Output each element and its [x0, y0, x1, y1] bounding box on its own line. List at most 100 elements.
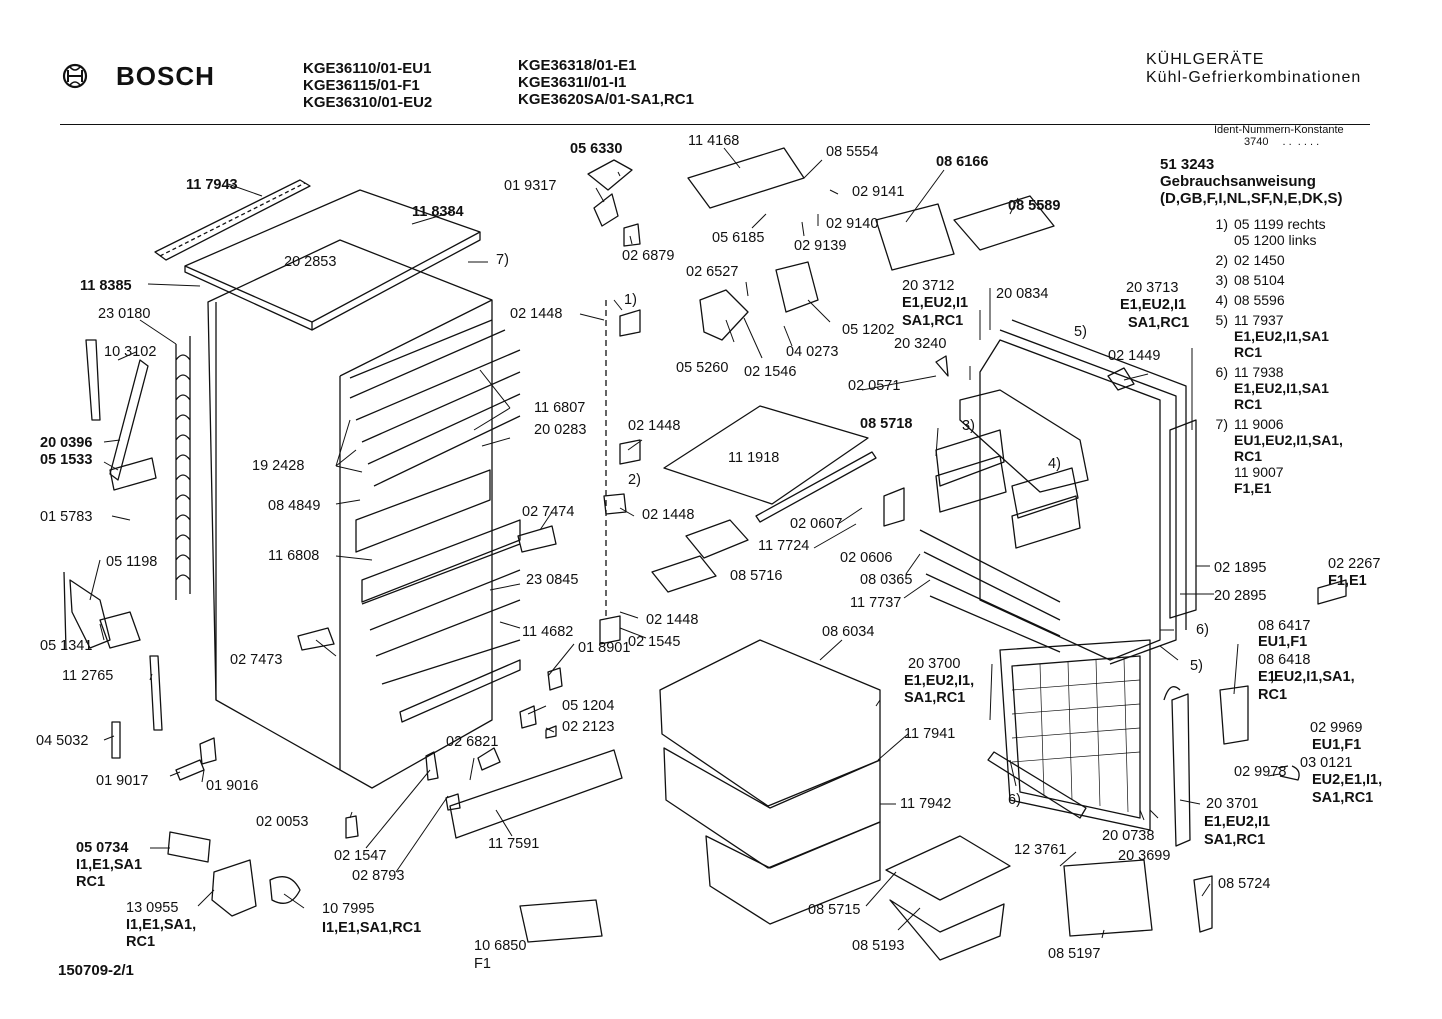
manual-languages: (D,GB,F,I,NL,SF,N,E,DK,S)	[1160, 190, 1343, 207]
manual-number: 51 3243	[1160, 156, 1215, 173]
egg-rack-outline	[953, 195, 1055, 251]
part-label: 11 4168	[688, 133, 739, 149]
part-label: 01 9016	[206, 778, 258, 794]
part-label: 20 3701	[1206, 796, 1258, 812]
header-rule	[60, 124, 1370, 125]
part-label: 02 1449	[1108, 348, 1160, 364]
part-label: 02 9978	[1234, 764, 1286, 780]
part-label: 01 9317	[504, 178, 556, 194]
ice-box-outline	[1063, 859, 1153, 937]
part-label: 12 3761	[1014, 842, 1066, 858]
footnote-key: 6)	[1215, 364, 1228, 380]
footnote-value: RC1	[1234, 448, 1263, 464]
footnote-value: 02 1450	[1234, 252, 1285, 268]
part-label: 20 3699	[1118, 848, 1170, 864]
model-number: KGE36310/01-EU2	[303, 94, 433, 111]
part-label: 05 0734	[76, 840, 128, 856]
part-label: 02 9141	[852, 184, 904, 200]
part-label: 01 5783	[40, 509, 92, 525]
part-label: I1,E1,SA1,RC1	[322, 920, 421, 936]
part-label: 11 7942	[900, 796, 951, 812]
cabinet-outline	[207, 239, 493, 789]
part-label: 05 1202	[842, 322, 894, 338]
part-label: 11 7941	[904, 726, 955, 742]
part-label: E1,EU2,I1	[1204, 814, 1270, 830]
part-label: 02 6879	[622, 248, 674, 264]
model-number: KGE36110/01-EU1	[303, 60, 432, 77]
part-label: 10 3102	[104, 344, 156, 360]
footnote-4: 4) 08 5596	[1202, 292, 1402, 308]
ventilation-grille-outline	[449, 749, 623, 839]
part-label: 04 0273	[786, 344, 838, 360]
footnote-value: 05 1200 links	[1234, 232, 1317, 248]
part-label: 02 9969	[1310, 720, 1362, 736]
model-list-right: KGE36318/01-E1 KGE3631I/01-I1 KGE3620SA/…	[518, 57, 694, 108]
part-label: SA1,RC1	[1204, 832, 1265, 848]
footnote-3: 3) 08 5104	[1202, 272, 1402, 288]
part-label: 20 0738	[1102, 828, 1154, 844]
part-label: EU2,E1,I1,	[1312, 772, 1382, 788]
part-label: 08 6417	[1258, 618, 1310, 634]
part-label: SA1,RC1	[902, 313, 963, 329]
part-label: 19 2428	[252, 458, 304, 474]
part-label: 08 5718	[860, 416, 912, 432]
hinge-outline	[1169, 419, 1249, 847]
footnote-value: 08 5104	[1234, 272, 1285, 288]
part-label: 11 8385	[80, 278, 132, 294]
ident-label: Ident-Nummern-Konstante	[1214, 124, 1344, 136]
part-label: 05 6330	[570, 141, 622, 157]
lamp-cover-outline	[587, 159, 633, 227]
ice-tray-outline	[519, 899, 603, 943]
part-label: 08 0365	[860, 572, 912, 588]
part-label: 08 5716	[730, 568, 782, 584]
part-label: 08 5197	[1048, 946, 1100, 962]
part-label: F1	[474, 956, 491, 972]
fridge-door-outline	[979, 339, 1161, 661]
part-label: 05 1198	[106, 554, 157, 570]
drawing-number: 150709-2/1	[58, 962, 134, 979]
footnote-list: 1)05 1199 rechts 05 1200 links 2)02 1450…	[1202, 216, 1402, 496]
part-label: 11 7737	[850, 595, 901, 611]
part-label: 02 1448	[510, 306, 562, 322]
part-label: 02 1448	[628, 418, 680, 434]
part-label: 11 8384	[412, 204, 464, 220]
footnote-value: 08 5596	[1234, 292, 1285, 308]
part-labels: 11 7943 11 8384 20 2853 7) 11 8385 23 01…	[36, 133, 1382, 972]
part-label: 3)	[962, 418, 975, 434]
freezer-door-outline	[999, 639, 1151, 831]
wire-rack-outline	[361, 519, 521, 603]
crisper-outline	[355, 469, 491, 553]
footnote-value: F1,E1	[1234, 480, 1272, 496]
footnote-value: 11 7938	[1234, 364, 1284, 380]
part-label: 20 2895	[1214, 588, 1266, 604]
door-bin-outline	[935, 429, 1007, 513]
manual-block: 51 3243 Gebrauchsanweisung (D,GB,F,I,NL,…	[1160, 156, 1343, 207]
part-label: 11 7724	[758, 538, 809, 554]
part-label: 10 7995	[322, 901, 374, 917]
egg-tray-outline	[651, 519, 749, 593]
part-label: 02 6527	[686, 264, 738, 280]
part-label: 02 9139	[794, 238, 846, 254]
compressor-parts-outline	[167, 831, 257, 917]
part-label: 20 3713	[1126, 280, 1178, 296]
part-label: 02 1448	[642, 507, 694, 523]
part-label: 20 3700	[908, 656, 960, 672]
part-label: I1,E1,SA1	[76, 857, 142, 873]
ident-number: 3740	[1244, 136, 1269, 148]
footnote-key: 4)	[1215, 292, 1228, 308]
drain-hose-outline	[85, 339, 101, 421]
freezer-drawer-3-outline	[705, 821, 881, 925]
part-label: 23 0180	[98, 306, 150, 322]
part-label: 20 0283	[534, 422, 586, 438]
part-label: 08 6166	[936, 154, 988, 170]
part-label: 05 1341	[40, 638, 92, 654]
part-label: 02 1546	[744, 364, 796, 380]
part-label: 02 2123	[562, 719, 614, 735]
freezer-drawer-1-outline	[659, 639, 881, 807]
footnote-key: 3)	[1215, 272, 1228, 288]
switch-outline	[699, 261, 819, 341]
ident-value: 3740. . . . . .	[1244, 136, 1320, 148]
part-label: 01 8901	[578, 640, 630, 656]
footnote-value: 11 9006	[1234, 416, 1284, 432]
part-label: 08 5724	[1218, 876, 1270, 892]
